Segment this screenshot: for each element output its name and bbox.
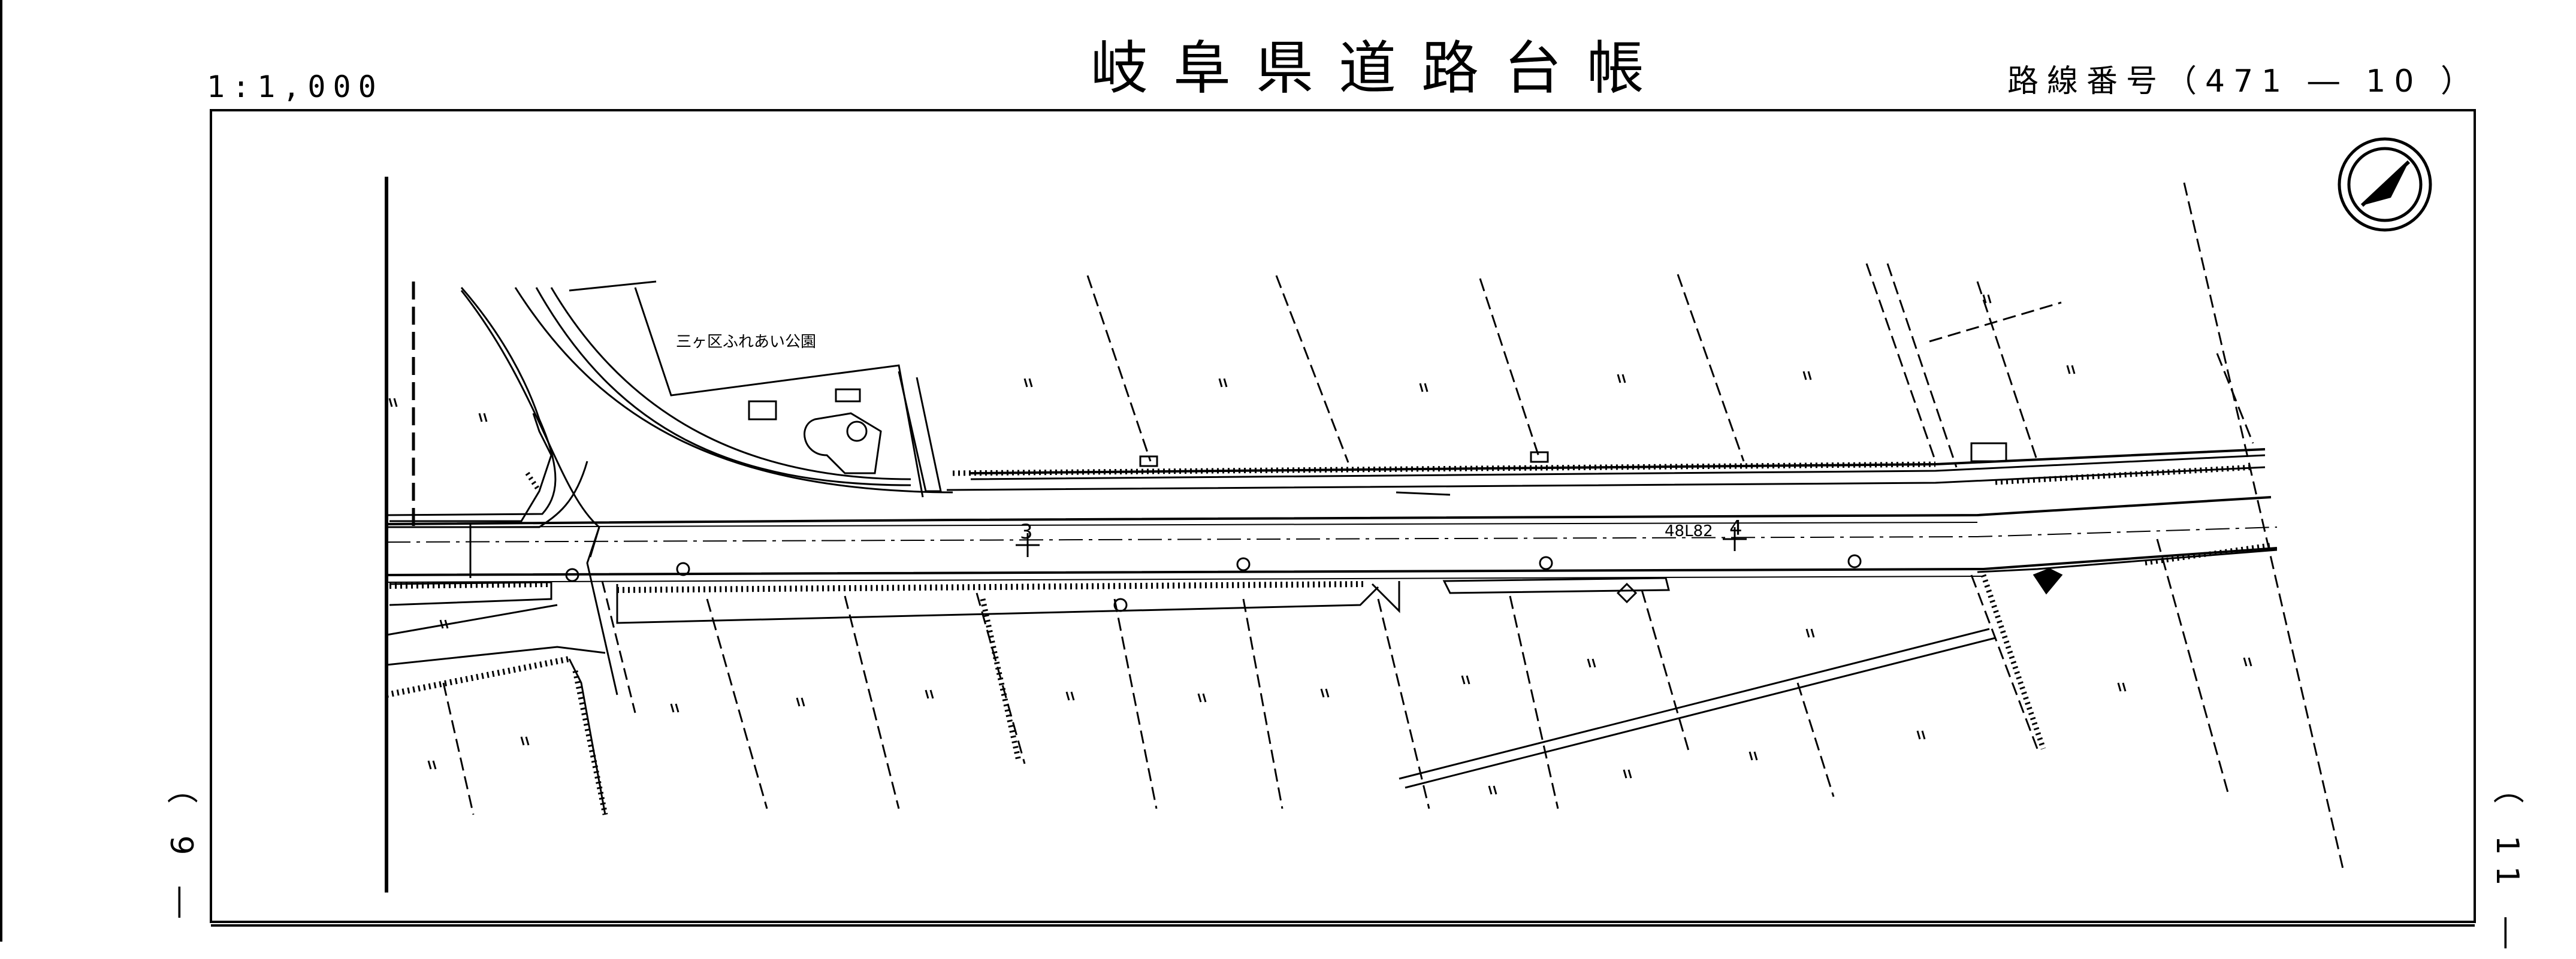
- road-structures: [469, 442, 2063, 613]
- main-road: [386, 448, 2278, 624]
- station-mark-3: 3: [1020, 520, 1033, 544]
- parcel-lines-north: [1086, 182, 2344, 869]
- park-block: [569, 280, 942, 498]
- cross-road: [386, 282, 953, 815]
- route-number: 路線番号（471 ― 10 ）: [2007, 63, 2481, 99]
- page-title: 岐阜県道路台帳: [1091, 35, 1669, 102]
- parcel-lines-south: [442, 539, 2230, 815]
- map-frame: [210, 109, 2476, 923]
- parcel-marks: [388, 294, 2252, 795]
- station-mark-4: 4: [1729, 516, 1743, 540]
- north-arrow-icon: [2338, 137, 2432, 232]
- hatched-boundaries: [572, 461, 2254, 815]
- diagonal-boundary: [1399, 628, 1996, 789]
- park-label: 三ヶ区ふれあい公園: [676, 333, 817, 351]
- distance-marker: 48L82: [1665, 522, 1713, 540]
- map-scale: 1:1,000: [207, 69, 383, 104]
